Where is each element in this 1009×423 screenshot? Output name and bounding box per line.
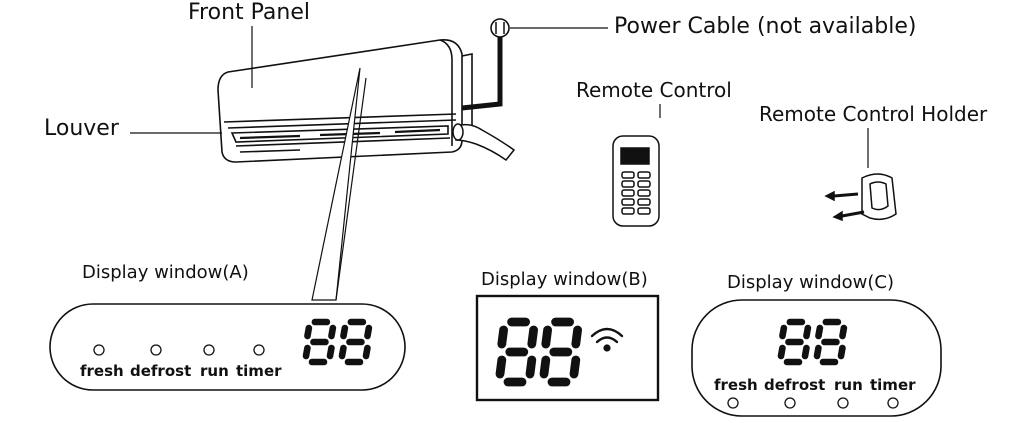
indicator-fresh-c — [727, 397, 739, 409]
indicator-label-timer-c: timer — [870, 376, 916, 394]
digit-segment — [527, 325, 538, 349]
indoor-unit — [217, 38, 473, 163]
remote-holder — [824, 173, 897, 222]
digit-segment — [839, 324, 848, 340]
digit-display-a — [302, 318, 373, 366]
indicator-label-defrost-a: defrost — [130, 362, 192, 380]
digit-segment — [302, 344, 311, 360]
indicator-defrost-a — [150, 344, 162, 356]
indicator-label-run-c: run — [834, 376, 863, 394]
indicators-c — [727, 397, 899, 409]
digit-segment — [497, 325, 509, 349]
digit-segment — [328, 324, 337, 340]
digit-segment — [803, 324, 812, 340]
digit-segment — [541, 325, 552, 349]
indicator-run-a — [203, 344, 215, 356]
indicator-label-timer-a: timer — [236, 362, 282, 380]
digit-segment — [837, 344, 846, 360]
plug-icon — [490, 18, 510, 38]
digit-segment — [364, 324, 373, 340]
digit-segment — [777, 344, 786, 360]
digit-segment — [495, 355, 507, 379]
display-window-a-title: Display window(A) — [82, 262, 249, 283]
digit-display-c — [777, 318, 848, 366]
digit-segment — [338, 344, 347, 360]
indicator-label-fresh-a: fresh — [80, 362, 124, 380]
digit-segment — [304, 324, 313, 340]
display-window-b-title: Display window(B) — [481, 269, 648, 290]
indicator-timer-a — [253, 344, 265, 356]
digit-segment — [569, 355, 581, 379]
digit-segment — [362, 344, 371, 360]
drain-hose — [452, 123, 516, 162]
remote-holder-label: Remote Control Holder — [759, 102, 988, 126]
indicator-fresh-a — [93, 344, 105, 356]
remote-control-label: Remote Control — [576, 78, 732, 102]
indicator-label-run-a: run — [200, 362, 229, 380]
digit-segment — [571, 325, 582, 349]
digit-segment — [340, 324, 349, 340]
digit-display-b — [495, 317, 582, 387]
louver-label: Louver — [44, 116, 119, 141]
indicator-timer-c — [887, 397, 899, 409]
digit-segment — [326, 344, 335, 360]
front-panel-label: Front Panel — [188, 0, 310, 25]
indicator-defrost-c — [784, 397, 796, 409]
wifi-icon — [590, 327, 624, 352]
indicator-run-c — [837, 397, 849, 409]
power-cable-label: Power Cable (not available) — [614, 14, 917, 39]
display-window-a-frame — [49, 303, 406, 391]
digit-segment — [813, 344, 822, 360]
indicators-a — [93, 344, 265, 356]
digit-segment — [815, 324, 824, 340]
indicator-label-fresh-c: fresh — [714, 376, 758, 394]
remote-control — [612, 135, 660, 227]
display-window-c-title: Display window(C) — [727, 272, 894, 293]
leader-lines — [130, 26, 869, 301]
digit-segment — [801, 344, 810, 360]
digit-segment — [779, 324, 788, 340]
digit-segment — [539, 355, 551, 379]
indicator-label-defrost-c: defrost — [764, 376, 826, 394]
power-cable — [461, 18, 608, 111]
digit-segment — [525, 355, 537, 379]
